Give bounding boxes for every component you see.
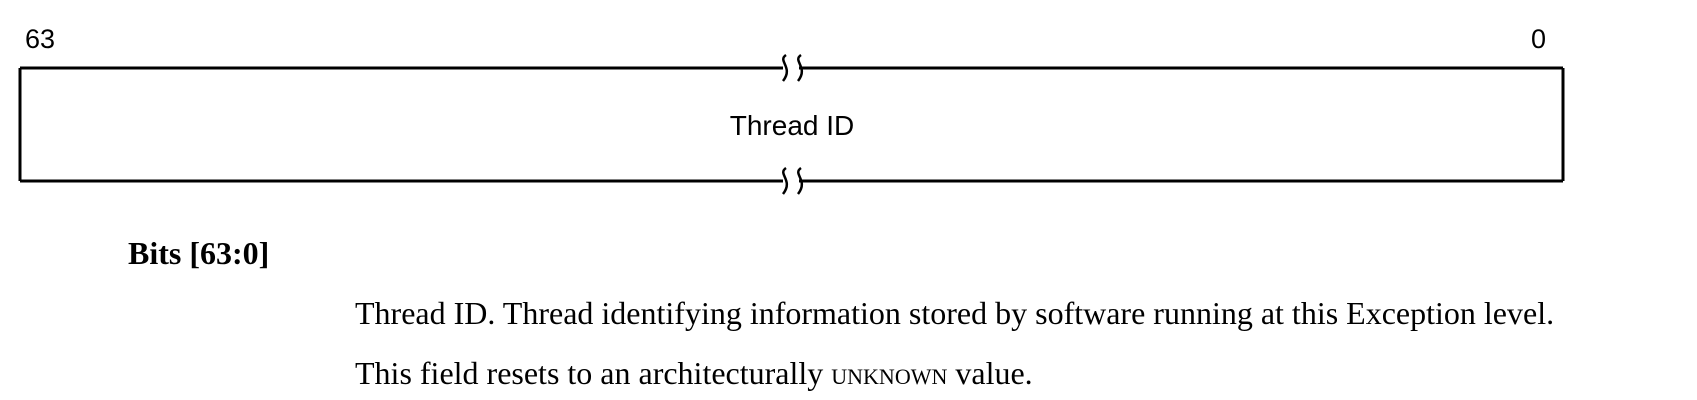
bit-label-high: 63: [25, 24, 56, 54]
bit-label-low: 0: [1531, 24, 1547, 54]
reset-note-text-pre: This field resets to an architecturally: [355, 355, 832, 391]
field-reset-note: This field resets to an architecturally …: [355, 354, 1033, 392]
register-diagram: Thread ID: [18, 53, 1565, 195]
unknown-term: UNKNOWN: [831, 355, 948, 391]
break-mark-top: [781, 53, 804, 82]
field-name-label: Thread ID: [730, 110, 855, 141]
field-description: Thread ID. Thread identifying informatio…: [355, 295, 1555, 331]
field-bits-heading: Bits [63:0]: [128, 235, 270, 271]
reset-note-text-post: value.: [947, 355, 1033, 391]
break-mark-bottom: [781, 166, 804, 195]
